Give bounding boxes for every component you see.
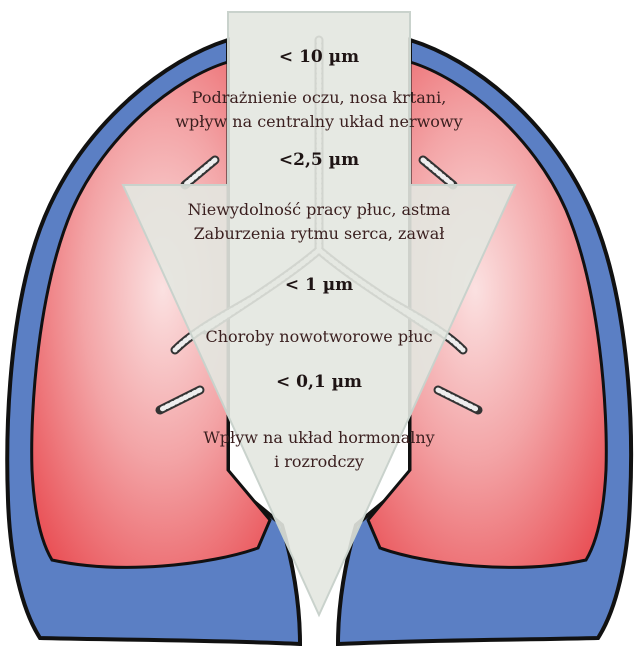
effect-label-10um-line2: wpływ na centralny układ nerwowy: [0, 110, 638, 134]
size-label-2-5um: <2,5 µm: [0, 148, 638, 172]
effect-label-1um: Choroby nowotworowe płuc: [0, 325, 638, 349]
effect-label-10um-line1: Podrażnienie oczu, nosa krtani,: [0, 86, 638, 110]
size-label-1um: < 1 µm: [0, 273, 638, 297]
size-label-0-1um: < 0,1 µm: [0, 370, 638, 394]
size-label-10um: < 10 µm: [0, 45, 638, 69]
effect-label-0-1um-line2: i rozrodczy: [0, 450, 638, 474]
effect-label-0-1um-line1: Wpływ na układ hormonalny: [0, 426, 638, 450]
effect-label-2-5um-line2: Zaburzenia rytmu serca, zawał: [0, 222, 638, 246]
effect-label-2-5um-line1: Niewydolność pracy płuc, astma: [0, 198, 638, 222]
